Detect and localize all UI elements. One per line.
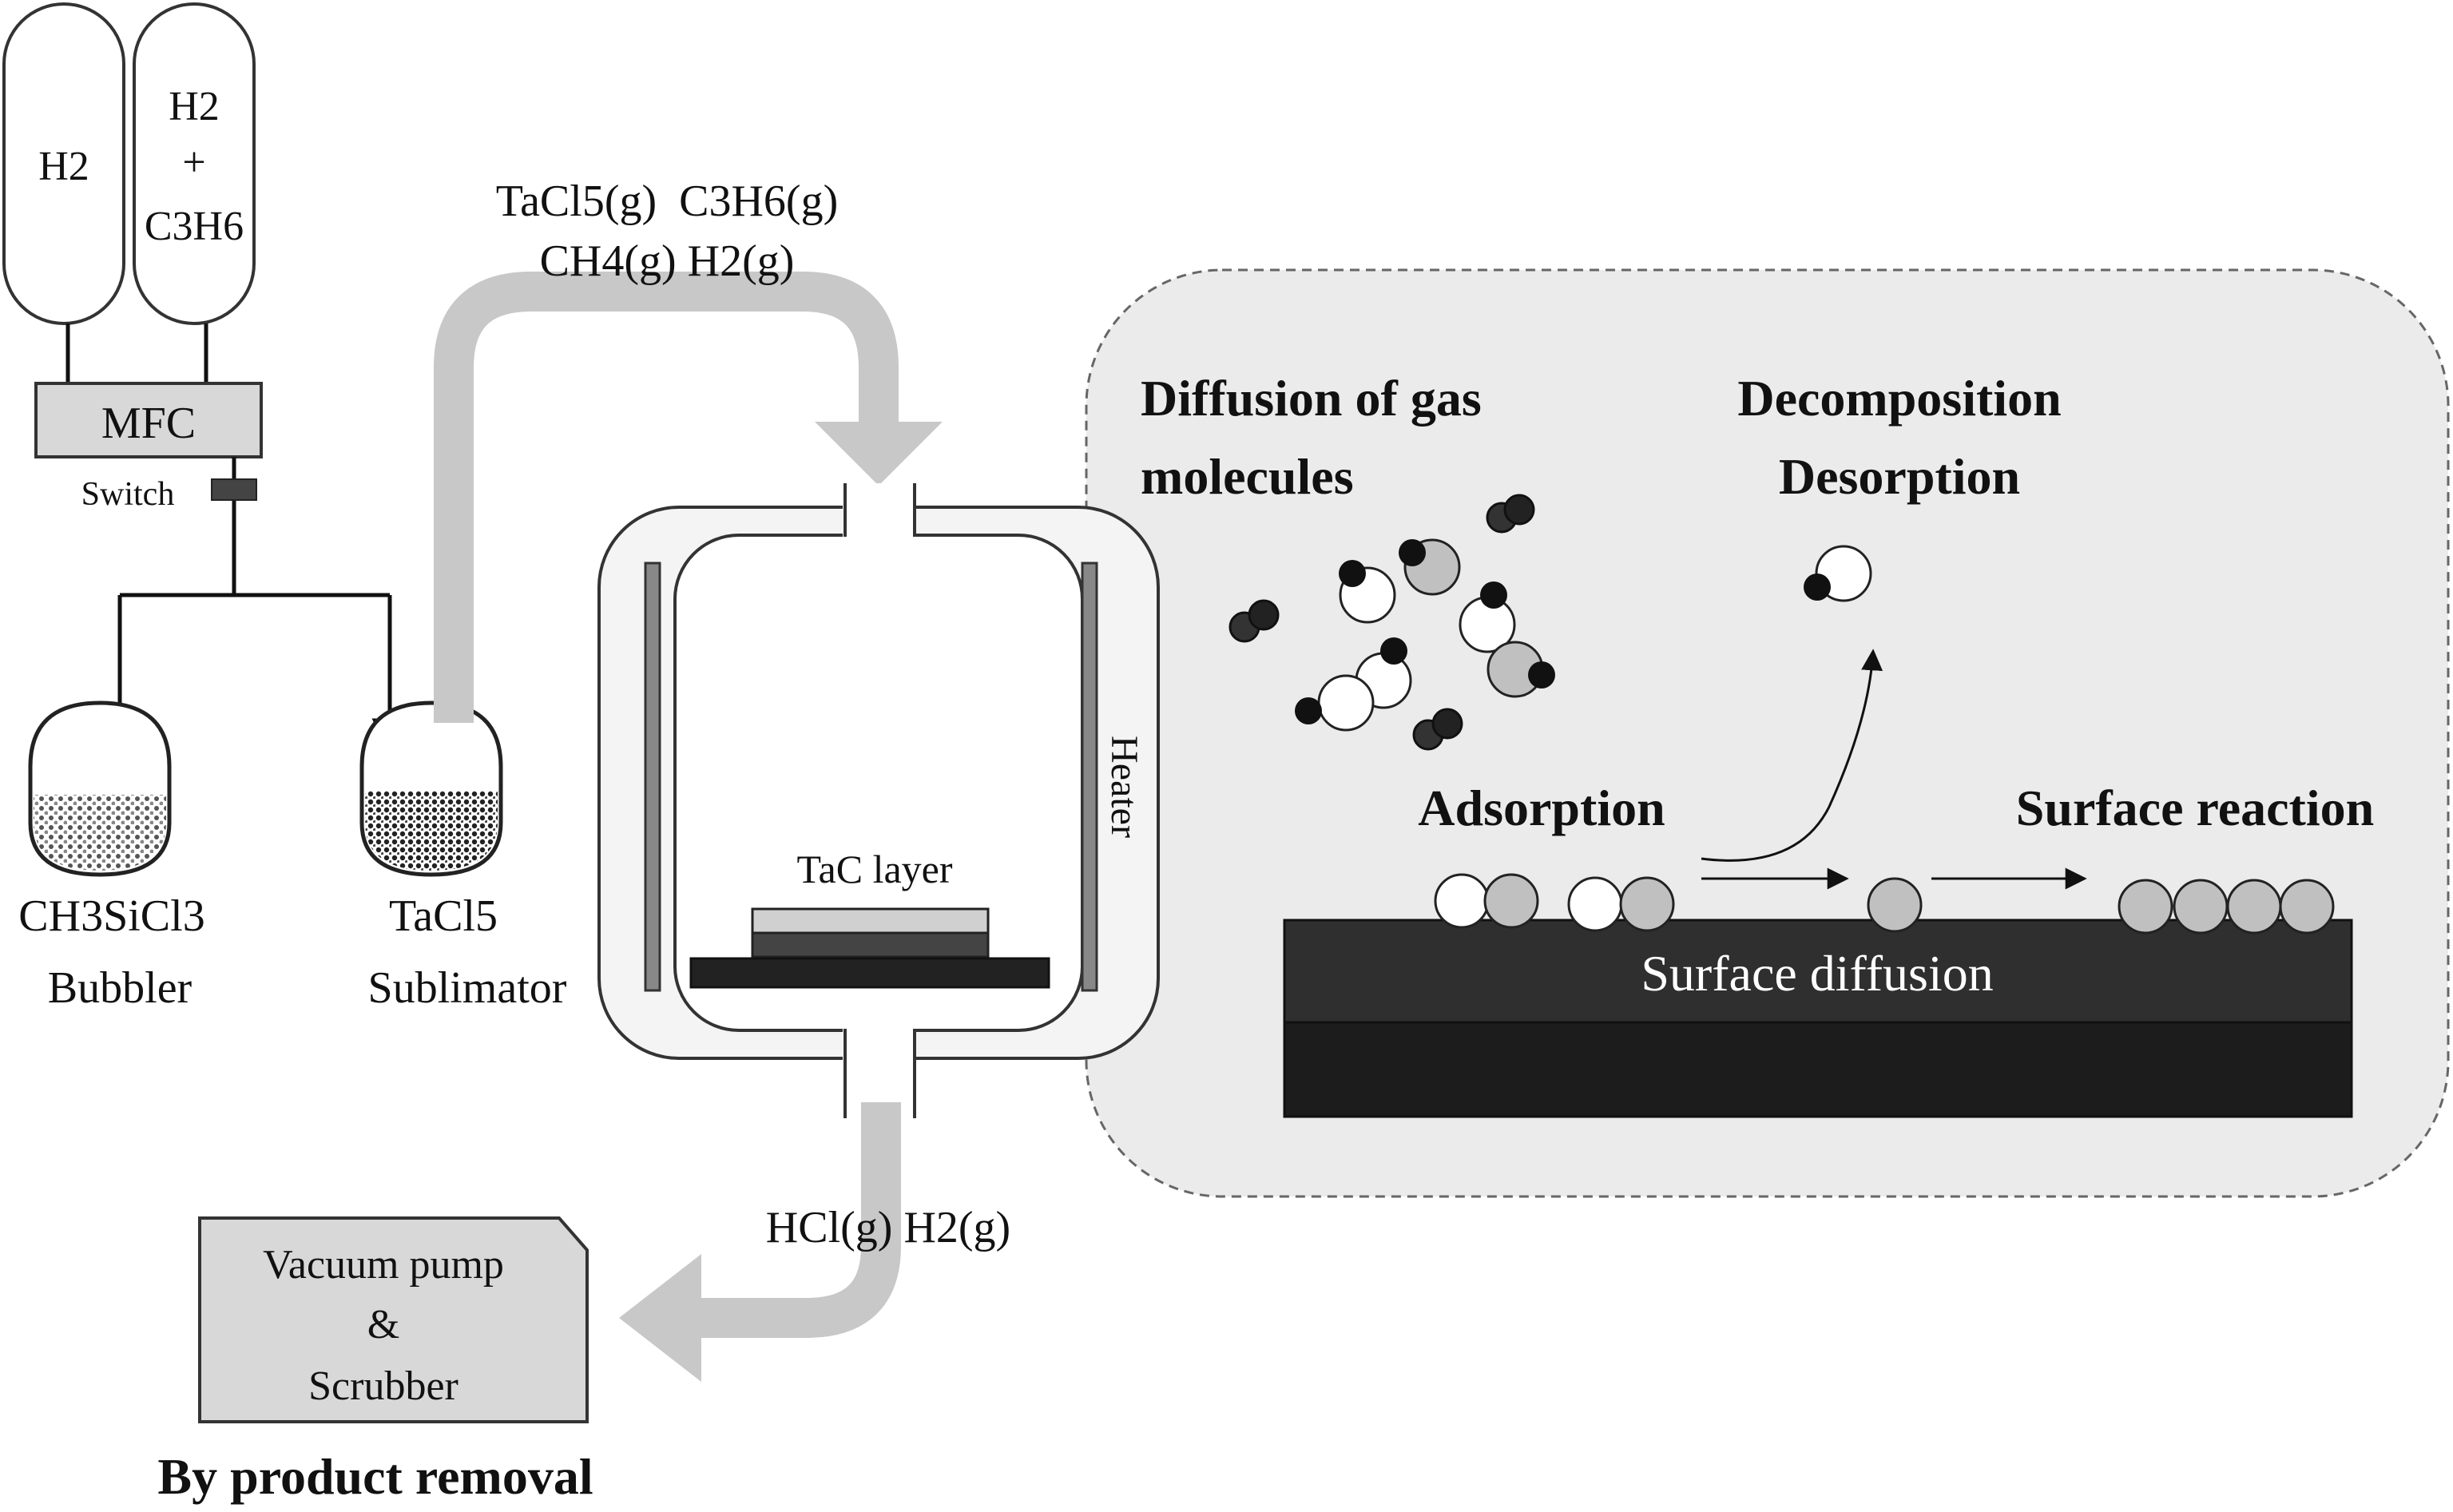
sublimator-formula: TaCl5 — [389, 891, 498, 941]
adsorbed-molecules — [1434, 873, 2335, 935]
heater-right — [1081, 562, 1098, 992]
bubbler-contents — [34, 795, 166, 871]
h2-c3h6-cylinder — [133, 2, 256, 325]
sample-stage — [689, 957, 1050, 989]
switch-label: Switch — [81, 476, 175, 513]
pump-line1: Vacuum pump — [263, 1242, 504, 1288]
h2-cylinder2-label-1: H2 — [169, 84, 220, 129]
gas-molecules — [1228, 494, 1555, 751]
bubbler-formula: CH3SiCl3 — [18, 891, 204, 941]
inlet-gases-line2: CH4(g) H2(g) — [540, 236, 795, 286]
outlet-gases: HCl(g) H2(g) — [766, 1203, 1010, 1252]
h2-cylinder2-label-3: C3H6 — [145, 204, 244, 249]
mechanism-substrate-bottom — [1283, 1021, 2353, 1118]
h2-cylinder-label: H2 — [38, 144, 89, 189]
tac-layer-label: TaC layer — [796, 847, 952, 891]
pump-line3: Scrubber — [308, 1363, 458, 1409]
inlet-arrowhead — [815, 422, 943, 486]
pump-line2: & — [367, 1302, 399, 1347]
mfc-box — [34, 382, 263, 458]
switch-valve — [211, 478, 257, 501]
bubbler-name: Bubbler — [48, 963, 193, 1013]
desorption-arrow — [1701, 649, 1883, 862]
h2-cylinder2-label-2: + — [182, 140, 205, 185]
adsorption-label: Adsorption — [1418, 780, 1665, 836]
mechanism-substrate-top — [1283, 919, 2353, 1024]
surface-reaction-label: Surface reaction — [2016, 780, 2374, 836]
diffusion-label-2: molecules — [1141, 448, 1354, 505]
byproduct-label: By product removal — [157, 1448, 593, 1505]
h2-cylinder — [2, 2, 125, 325]
sublimator-contents — [365, 791, 498, 871]
sublimator-name: Sublimator — [368, 963, 567, 1013]
reactor-outlet-neck — [843, 1026, 916, 1086]
substrate — [751, 931, 990, 958]
heater-left — [644, 562, 661, 992]
desorbed-molecule — [1804, 545, 1872, 602]
reactor-inlet-neck — [843, 483, 916, 539]
outlet-gas-flow — [695, 1102, 901, 1338]
vacuum-pump-box — [198, 1216, 589, 1423]
inlet-gases-line1: TaCl5(g) C3H6(g) — [496, 177, 838, 226]
diffusion-label-1: Diffusion of gas — [1141, 370, 1482, 427]
heater-label: Heater — [1103, 736, 1145, 838]
tac-layer — [751, 907, 990, 935]
outlet-arrowhead — [619, 1254, 701, 1382]
decomposition-label: Decomposition — [1737, 370, 2061, 427]
mfc-label: MFC — [101, 399, 196, 448]
inlet-gas-flow — [434, 272, 899, 723]
surface-diffusion-label: Surface diffusion — [1641, 945, 1993, 1002]
desorption-label: Desorption — [1779, 448, 2020, 505]
